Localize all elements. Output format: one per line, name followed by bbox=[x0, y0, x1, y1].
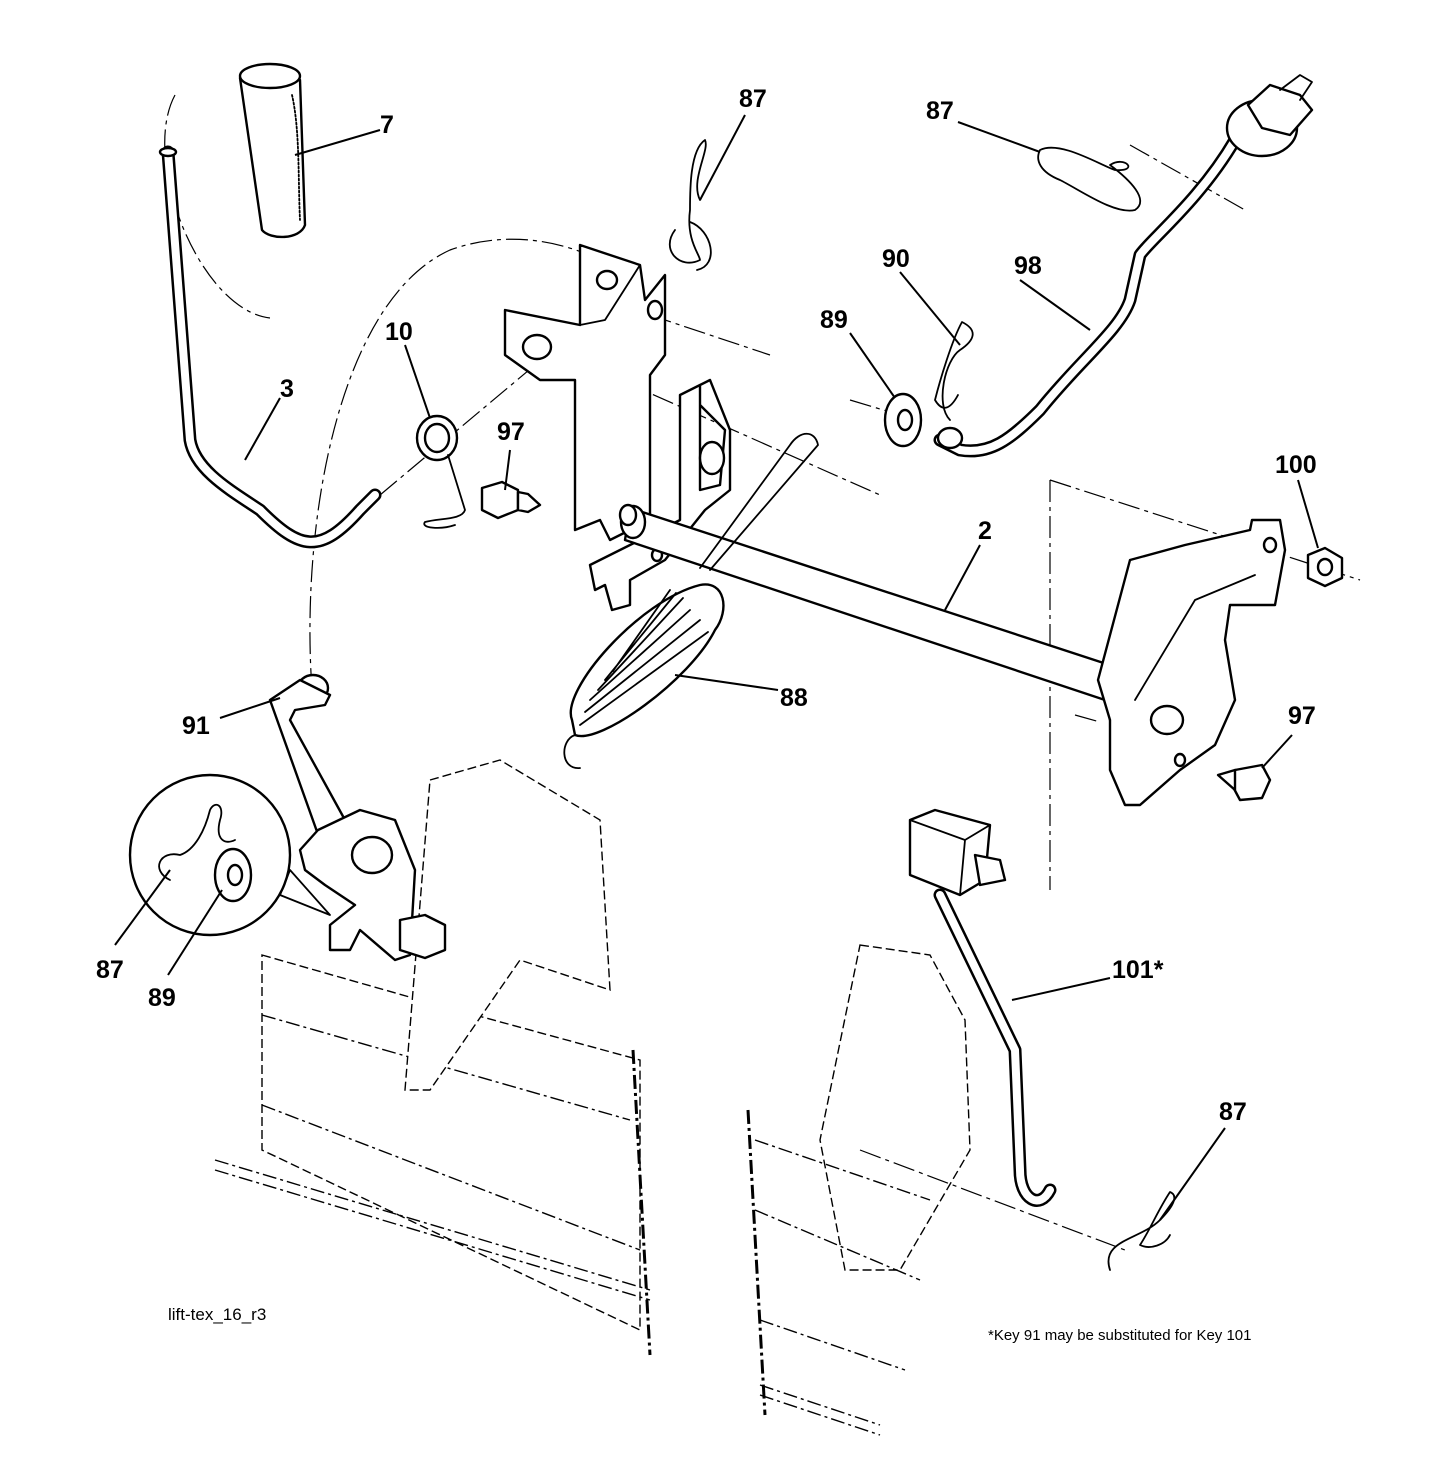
hex-nut bbox=[1306, 546, 1344, 588]
diagram-id-caption: lift-tex_16_r3 bbox=[168, 1305, 266, 1324]
hairpin-clip-upper-right bbox=[1037, 146, 1142, 212]
lift-arm-left bbox=[268, 673, 447, 962]
callout-87-upper-left: 87 bbox=[739, 85, 767, 113]
hairpin-clip bbox=[934, 321, 974, 421]
bolt-right bbox=[1216, 763, 1272, 802]
callout-98: 98 bbox=[1014, 252, 1042, 280]
callout-87-upper-right: 87 bbox=[926, 97, 954, 125]
callout-89-detail: 89 bbox=[148, 984, 176, 1012]
handle-grip bbox=[238, 62, 307, 239]
callout-2: 2 bbox=[978, 517, 992, 545]
callout-87-detail: 87 bbox=[96, 956, 124, 984]
callout-89-upper: 89 bbox=[820, 306, 848, 334]
linkage-rod bbox=[933, 74, 1314, 458]
phantom-frame bbox=[214, 759, 971, 1436]
lift-handle-rod bbox=[158, 145, 382, 549]
hairpin-clip-lower bbox=[1107, 1191, 1176, 1271]
callout-7: 7 bbox=[380, 111, 394, 139]
callout-10: 10 bbox=[385, 318, 413, 346]
callout-97-left: 97 bbox=[497, 418, 525, 446]
callout-87-lower: 87 bbox=[1219, 1098, 1247, 1126]
substitution-footnote: *Key 91 may be substituted for Key 101 bbox=[988, 1327, 1252, 1344]
callout-100: 100 bbox=[1275, 451, 1317, 479]
detail-callout bbox=[128, 773, 331, 937]
lift-spring bbox=[563, 432, 819, 769]
cross-shaft bbox=[618, 503, 1287, 807]
callout-88: 88 bbox=[780, 684, 808, 712]
leader-lines bbox=[114, 114, 1319, 1221]
callout-91: 91 bbox=[182, 712, 210, 740]
callout-101: 101* bbox=[1112, 956, 1164, 984]
washer-upper bbox=[883, 392, 923, 448]
mounting-bracket bbox=[503, 243, 732, 612]
callout-3: 3 bbox=[280, 375, 294, 403]
lift-arm-right bbox=[908, 808, 1057, 1207]
callout-97-right: 97 bbox=[1288, 702, 1316, 730]
torsion-spring bbox=[415, 414, 466, 529]
callout-labels: 7 3 10 97 87 87 90 98 89 2 100 88 91 97 … bbox=[96, 85, 1317, 1126]
callout-90: 90 bbox=[882, 245, 910, 273]
bolt-left bbox=[480, 480, 542, 520]
hairpin-clip-upper-left bbox=[668, 139, 712, 271]
